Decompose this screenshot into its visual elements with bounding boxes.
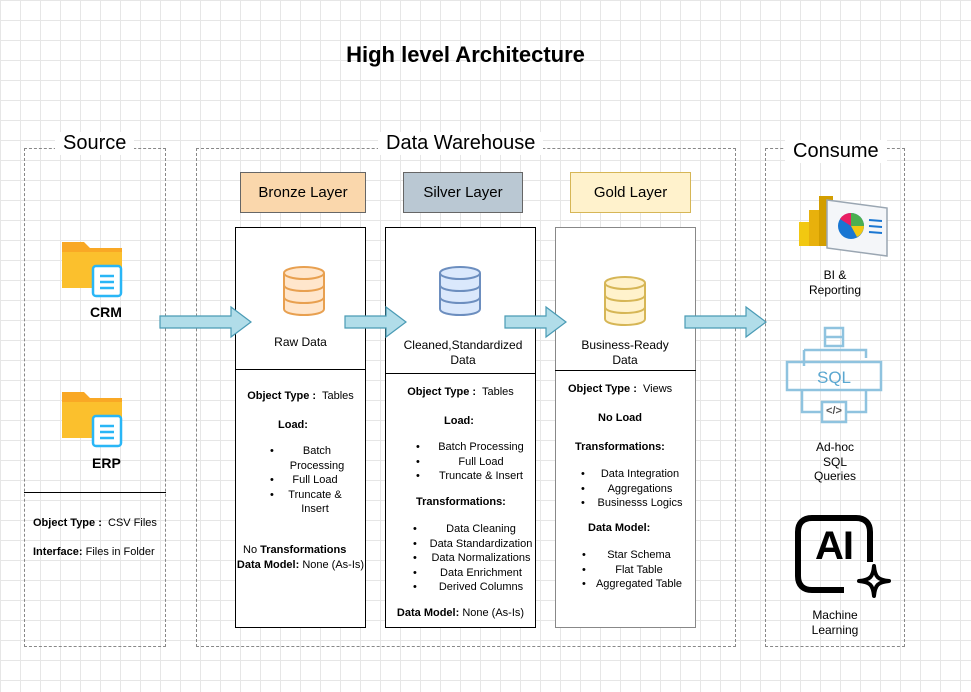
list-item: Data Normalizations [413,551,545,566]
silver-object-type: Object Type : Tables [385,386,536,398]
erp-label: ERP [92,455,121,471]
gold-layer-header: Gold Layer [570,172,691,213]
source-object-type: Object Type : CSV Files [33,517,157,529]
sql-icon-text: SQL [816,368,852,387]
gold-divider [555,370,696,371]
bronze-load-list: Batch Processing Full Load Truncate & In… [270,444,356,517]
bronze-object-type: Object Type : Tables [235,390,366,402]
gold-object-type-label: Object Type : [568,383,637,395]
sql-label: Ad-hoc SQL Queries [813,440,857,483]
arrow-source-to-bronze [159,305,252,339]
bi-report-icon [799,196,888,257]
list-item: Aggregated Table [582,577,692,592]
ai-icon: AI [790,510,892,608]
bronze-caption: Raw Data [274,335,327,349]
erp-folder-icon [62,392,123,448]
list-item: Flat Table [582,563,692,578]
gold-load-label: No Load [598,412,642,424]
bronze-no-transform-prefix: No [243,544,258,556]
bronze-load-label: Load: [278,419,308,431]
silver-database-icon [439,266,481,316]
list-item: Full Load [270,473,356,488]
silver-layer-header: Silver Layer [403,172,523,213]
silver-transform-list: Data Cleaning Data Standardization Data … [413,522,545,595]
bronze-object-type-label: Object Type : [247,390,317,402]
silver-load-list: Batch Processing Full Load Truncate & In… [416,440,542,484]
silver-caption: Cleaned,Standardized Data [403,338,523,367]
silver-data-model-label: Data Model: [396,607,460,619]
list-item: Data Cleaning [413,522,545,537]
bronze-no-transformations: No Transformations [243,544,346,556]
silver-load-label: Load: [444,415,474,427]
bronze-data-model-label: Data Model: [236,559,300,571]
silver-data-model-value: None (As-Is) [462,607,525,619]
list-item: Derived Columns [413,580,545,595]
diagram-title: High level Architecture [346,42,585,67]
crm-folder-icon [62,242,123,298]
source-interface-value: Files in Folder [85,546,155,558]
bronze-database-icon [283,266,325,316]
machine-learning-label: Machine Learning [811,608,859,637]
list-item: Data Integration [581,467,695,482]
list-item: Data Standardization [413,537,545,552]
silver-transform-label: Transformations: [416,496,506,508]
gold-transform-list: Data Integration Aggregations Businesss … [581,467,695,511]
list-item: Aggregations [581,482,695,497]
gold-object-type: Object Type : Views [568,383,672,395]
sql-code-icon: </> [826,405,842,417]
arrow-gold-to-consume [684,305,767,339]
bronze-no-transform-text: Transformations [260,544,347,556]
list-item: Batch Processing [416,440,542,455]
arrow-silver-to-gold [504,305,567,339]
warehouse-title: Data Warehouse [378,132,544,155]
source-object-type-label: Object Type : [33,517,102,529]
bi-reporting-label: BI & Reporting [808,268,862,297]
bronze-data-model: Data Model: None (As-Is) [235,558,366,572]
silver-object-type-label: Object Type : [407,386,477,398]
list-item: Data Enrichment [413,566,545,581]
sql-icon: SQL </> [784,326,884,426]
list-item: Truncate & Insert [270,488,356,517]
source-title: Source [55,132,135,155]
bronze-object-type-value: Tables [322,390,354,402]
consume-title: Consume [785,140,887,163]
list-item: Truncate & Insert [416,469,542,484]
arrow-bronze-to-silver [344,305,407,339]
silver-object-type-value: Tables [482,386,514,398]
bronze-divider [235,369,366,370]
gold-data-model-list: Star Schema Flat Table Aggregated Table [582,548,692,592]
gold-database-icon [604,276,646,326]
crm-label: CRM [90,304,122,320]
ai-icon-text: AI [815,524,854,568]
silver-divider [385,373,536,374]
list-item: Businesss Logics [581,496,695,511]
list-item: Star Schema [582,548,692,563]
list-item: Batch Processing [270,444,356,473]
gold-data-model-label: Data Model: [588,522,651,534]
source-interface: Interface: Files in Folder [33,546,155,558]
list-item: Full Load [416,455,542,470]
silver-data-model: Data Model: None (As-Is) [385,607,536,619]
source-divider [24,492,166,493]
source-interface-label: Interface: [33,546,83,558]
source-object-type-value: CSV Files [108,517,157,529]
bronze-data-model-value: None (As-Is) [302,559,365,571]
gold-transform-label: Transformations: [575,441,665,453]
gold-caption: Business-Ready Data [581,338,669,367]
gold-object-type-value: Views [643,383,673,395]
bronze-layer-header: Bronze Layer [240,172,366,213]
